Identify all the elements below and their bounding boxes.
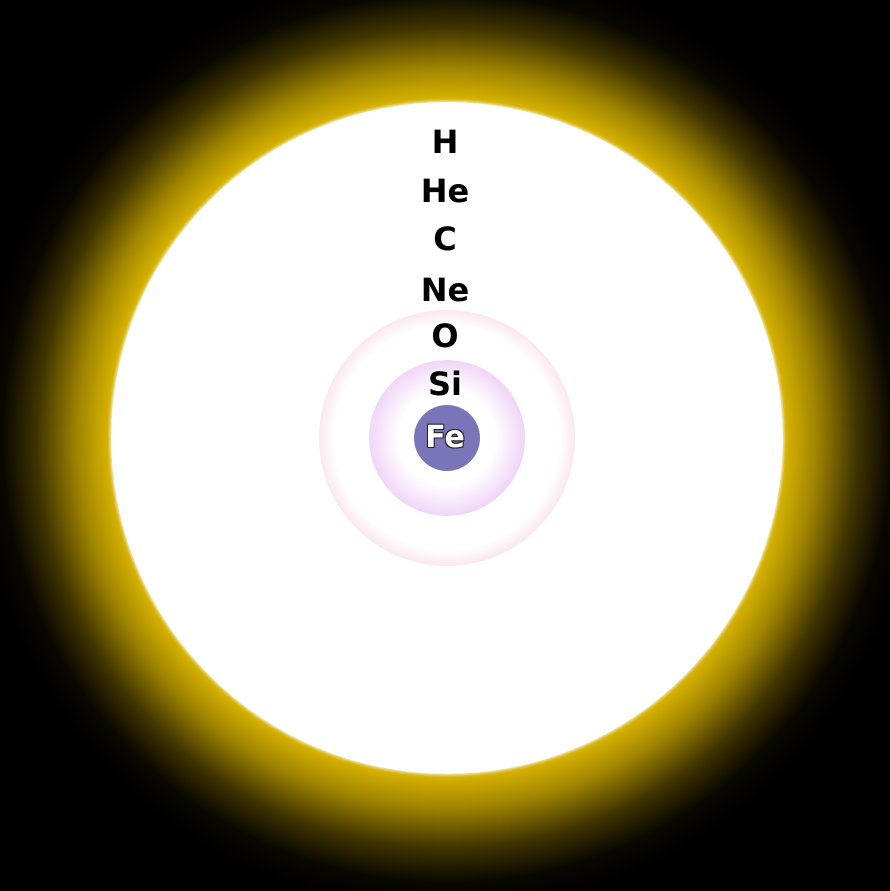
label-fe: Fe [0, 420, 890, 456]
label-ne: Ne [0, 272, 890, 308]
label-o: O [0, 318, 890, 354]
label-he: He [0, 173, 890, 209]
label-c: C [0, 221, 890, 257]
label-si: Si [0, 366, 890, 402]
label-h: H [0, 124, 890, 160]
